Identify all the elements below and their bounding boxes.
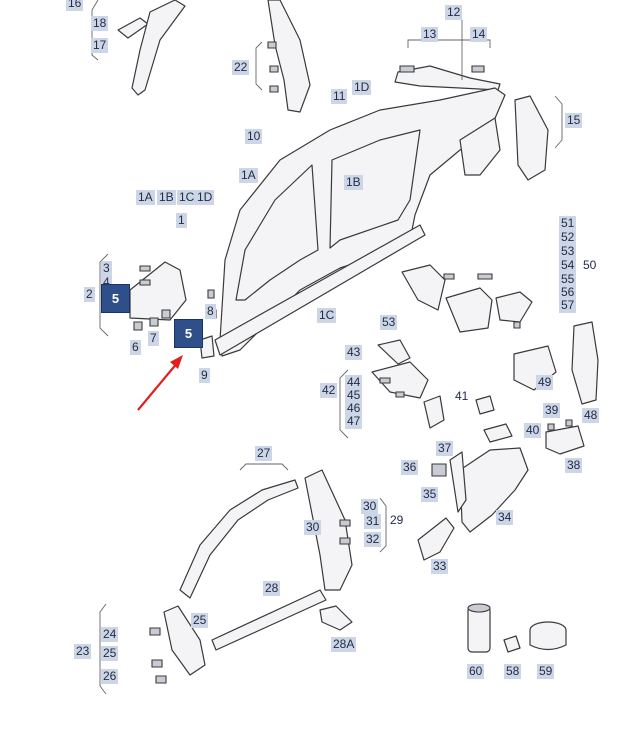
part-42-group	[339, 339, 445, 439]
callout-18: 18	[91, 16, 109, 31]
callout-36: 36	[401, 460, 419, 475]
callout-15: 15	[565, 113, 583, 128]
badge-5-left: 5	[101, 284, 130, 313]
callout-27: 27	[255, 446, 273, 461]
callout-42: 42	[320, 383, 338, 398]
callout-53-lower: 53	[380, 315, 398, 330]
part-60-can	[467, 603, 491, 653]
callout-1D-top: 1D	[352, 80, 372, 95]
callout-58: 58	[504, 664, 522, 679]
callout-38: 38	[565, 458, 583, 473]
callout-57: 57	[559, 298, 577, 313]
callout-17: 17	[91, 38, 109, 53]
part-1-body-side-frame	[214, 87, 506, 357]
callout-22: 22	[232, 60, 250, 75]
callout-9: 9	[199, 368, 210, 383]
callout-52: 52	[559, 230, 577, 245]
callout-46: 46	[345, 401, 363, 416]
callout-13: 13	[421, 27, 439, 42]
callout-1C-bottom: 1C	[317, 308, 337, 323]
part-34-wheel-arch	[449, 447, 529, 533]
callout-31: 31	[364, 514, 382, 529]
callout-34: 34	[496, 510, 514, 525]
part-59-tape	[529, 621, 567, 651]
callout-28A: 28A	[331, 637, 357, 652]
callout-35: 35	[421, 487, 439, 502]
callout-60: 60	[467, 664, 485, 679]
callout-1A-top: 1A	[239, 168, 258, 183]
part-18-17-pillar	[91, 0, 186, 96]
part-33	[417, 517, 455, 561]
callout-44: 44	[345, 375, 363, 390]
callout-43: 43	[345, 345, 363, 360]
callout-7: 7	[148, 331, 159, 346]
callout-49: 49	[536, 375, 554, 390]
callout-1: 1	[176, 213, 187, 228]
callout-28: 28	[263, 581, 281, 596]
callout-39: 39	[543, 403, 561, 418]
callout-8: 8	[205, 304, 216, 319]
callout-25-top: 25	[191, 613, 209, 628]
callout-51: 51	[559, 216, 577, 231]
callout-48: 48	[582, 408, 600, 423]
part-2-a-pillar-lower	[99, 253, 187, 337]
callout-50: 50	[583, 258, 597, 272]
part-22-pillar	[255, 0, 311, 113]
callout-1B-group: 1B	[157, 190, 176, 205]
callout-2: 2	[84, 287, 95, 302]
callout-55: 55	[559, 272, 577, 287]
part-36-41	[431, 395, 585, 477]
callout-41: 41	[455, 389, 469, 403]
part-15-bracket	[514, 95, 563, 181]
callout-30-right: 30	[361, 499, 379, 514]
red-arrow-icon	[137, 355, 183, 411]
badge-5-right: 5	[174, 319, 203, 348]
callout-11: 11	[331, 89, 348, 104]
part-48-49	[513, 321, 599, 405]
callout-10: 10	[245, 129, 263, 144]
callout-4: 4	[101, 275, 112, 290]
callout-16: 16	[66, 0, 84, 11]
callout-6: 6	[130, 340, 141, 355]
callout-25-bottom: 25	[101, 646, 119, 661]
callout-37: 37	[436, 441, 454, 456]
callout-54: 54	[559, 258, 577, 273]
part-29-b-pillar	[304, 469, 387, 591]
callout-26: 26	[101, 669, 119, 684]
callout-53: 53	[559, 244, 577, 259]
callout-30-left: 30	[304, 520, 322, 535]
callout-56: 56	[559, 285, 577, 300]
part-28-rocker	[211, 589, 353, 651]
callout-59: 59	[537, 664, 555, 679]
callout-24: 24	[101, 627, 119, 642]
callout-40: 40	[524, 423, 542, 438]
callout-14: 14	[470, 27, 488, 42]
callout-29: 29	[390, 513, 404, 527]
callout-1D-group: 1D	[195, 190, 215, 205]
part-23-pillar-lower	[99, 603, 206, 695]
callout-1B-right: 1B	[344, 175, 363, 190]
part-27-roof-rail-lower	[179, 463, 299, 599]
callout-32: 32	[364, 532, 382, 547]
callout-47: 47	[345, 414, 363, 429]
callout-1A-group: 1A	[136, 190, 155, 205]
callout-12: 12	[445, 5, 463, 20]
part-50-group	[401, 215, 575, 333]
part-58-plug	[503, 635, 521, 653]
callout-23: 23	[74, 644, 92, 659]
callout-1C-group: 1C	[177, 190, 197, 205]
callout-3: 3	[101, 261, 112, 276]
callout-33: 33	[431, 559, 449, 574]
callout-45: 45	[345, 388, 363, 403]
